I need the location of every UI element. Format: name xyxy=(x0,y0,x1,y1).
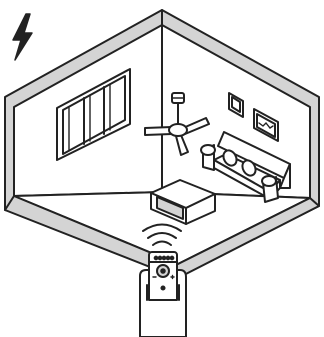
remote-control-icon xyxy=(139,251,187,337)
coffee-table-icon xyxy=(150,179,216,225)
wireless-signal-icon xyxy=(142,223,182,246)
wall-picture-large xyxy=(253,108,279,142)
ceiling-fan-icon xyxy=(144,92,210,156)
sofa-icon xyxy=(200,131,291,203)
hand xyxy=(139,269,187,337)
lightning-bolt-icon xyxy=(12,13,33,61)
room-walls xyxy=(4,9,320,279)
wall-picture-small xyxy=(228,92,244,118)
window xyxy=(56,68,131,161)
